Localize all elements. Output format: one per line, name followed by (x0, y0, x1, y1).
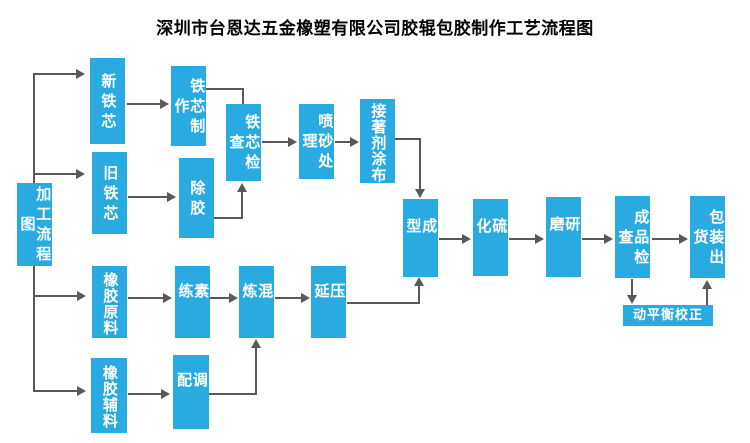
edge-mastication-to-mixing (210, 297, 229, 299)
edge-mixing-to-calendering (275, 297, 301, 299)
node-forming[interactable]: 成型 (403, 199, 438, 277)
edge-start-to-new-core-horizontal (33, 73, 76, 75)
edge-forming-to-vulcanize (439, 238, 462, 240)
arrowhead-forming-to-vulcanize (462, 234, 471, 244)
edge-old-core-to-degum (128, 196, 167, 198)
edge-compounding-to-mixing-horizontal (209, 393, 257, 395)
arrowhead-adhesive-to-forming (415, 189, 425, 198)
node-grinding[interactable]: 研磨 (546, 197, 581, 277)
arrowhead-calendering-to-forming (414, 277, 424, 286)
edge-compounding-to-mixing-vertical (255, 348, 257, 395)
edge-calendering-to-forming-horizontal (347, 302, 419, 304)
edge-core-make-to-core-check-horizontal (206, 88, 244, 90)
arrowhead-mastication-to-mixing (229, 293, 238, 303)
node-packing-and-shipping[interactable]: 包装出货 (690, 196, 725, 278)
edge-grinding-to-final-check (582, 238, 604, 240)
edge-start-to-rubber-aux (33, 390, 77, 392)
edge-core-make-to-core-check-vertical (242, 88, 244, 105)
arrowhead-start-to-rubber-aux (77, 386, 86, 396)
edge-adhesive-to-forming-vertical (419, 138, 421, 190)
edge-rubber-aux-to-compounding (128, 393, 161, 395)
edge-core-check-to-sandblast (262, 141, 288, 143)
arrowhead-compounding-to-mixing (251, 339, 261, 348)
arrowhead-rubber-raw-to-mastication (163, 293, 172, 303)
arrowhead-new-core-to-core-make (160, 99, 169, 109)
node-rubber-removal[interactable]: 除胶 (179, 158, 214, 238)
page-title: 深圳市台恩达五金橡塑有限公司胶辊包胶制作工艺流程图 (156, 19, 594, 39)
node-iron-core-manufacturing[interactable]: 铁芯制作 (171, 66, 206, 146)
arrowhead-grinding-to-final-check (604, 234, 613, 244)
edge-vulcanize-to-grinding (509, 238, 535, 240)
arrowhead-start-to-new-core (76, 69, 85, 79)
arrowhead-start-to-rubber-raw (77, 291, 86, 301)
edge-adhesive-to-forming-horizontal (395, 138, 421, 140)
node-finished-product-inspection[interactable]: 成品检查 (615, 196, 650, 278)
arrowhead-degum-to-core-check (237, 183, 247, 192)
edge-degum-to-core-check-vertical (241, 192, 243, 219)
edge-balance-to-packing (706, 289, 708, 306)
arrowhead-mixing-to-calendering (301, 293, 310, 303)
arrowhead-vulcanize-to-grinding (535, 234, 544, 244)
arrowhead-old-core-to-degum (167, 192, 176, 202)
node-mastication[interactable]: 素练 (175, 266, 210, 338)
node-mixing[interactable]: 混炼 (239, 266, 274, 338)
edge-start-to-new-core-vertical (33, 73, 35, 185)
node-adhesive-coating[interactable]: 接著剂涂布 (360, 99, 395, 183)
node-sandblasting[interactable]: 喷砂处理 (299, 104, 334, 179)
node-compounding[interactable]: 调配 (173, 355, 209, 429)
node-rubber-auxiliary-material[interactable]: 橡胶辅料 (91, 358, 127, 433)
edge-start-to-old-core (33, 173, 76, 175)
arrowhead-core-check-to-sandblast (288, 137, 297, 147)
node-new-iron-core[interactable]: 新铁芯 (90, 58, 125, 144)
edge-degum-to-core-check-horizontal (214, 217, 243, 219)
node-rubber-raw-material[interactable]: 橡胶原料 (92, 266, 127, 338)
node-iron-core-inspection[interactable]: 铁芯检查 (226, 104, 261, 181)
edge-calendering-to-forming-vertical (418, 286, 420, 304)
arrowhead-rubber-aux-to-compounding (161, 389, 170, 399)
edge-final-check-to-packing (652, 238, 679, 240)
arrowhead-balance-to-packing (702, 280, 712, 289)
node-calendering[interactable]: 压延 (311, 266, 346, 338)
edge-start-to-rubber-raw (33, 295, 77, 297)
arrowhead-sandblast-to-adhesive (350, 137, 359, 147)
edge-rubber-raw-to-mastication (128, 297, 163, 299)
edge-final-check-to-balance (631, 279, 633, 296)
node-vulcanization[interactable]: 硫化 (473, 199, 508, 276)
node-start[interactable]: 加工流程图 (17, 183, 52, 266)
edge-sandblast-to-adhesive (335, 141, 350, 143)
arrowhead-final-check-to-balance (627, 295, 637, 304)
edge-new-core-to-core-make (127, 103, 160, 105)
arrowhead-final-check-to-packing (679, 234, 688, 244)
node-old-iron-core[interactable]: 旧铁芯 (92, 152, 127, 234)
edge-start-downward-stem (33, 265, 35, 392)
arrowhead-start-to-old-core (76, 169, 85, 179)
node-dynamic-balance-correction[interactable]: 动平衡校正 (623, 305, 713, 326)
